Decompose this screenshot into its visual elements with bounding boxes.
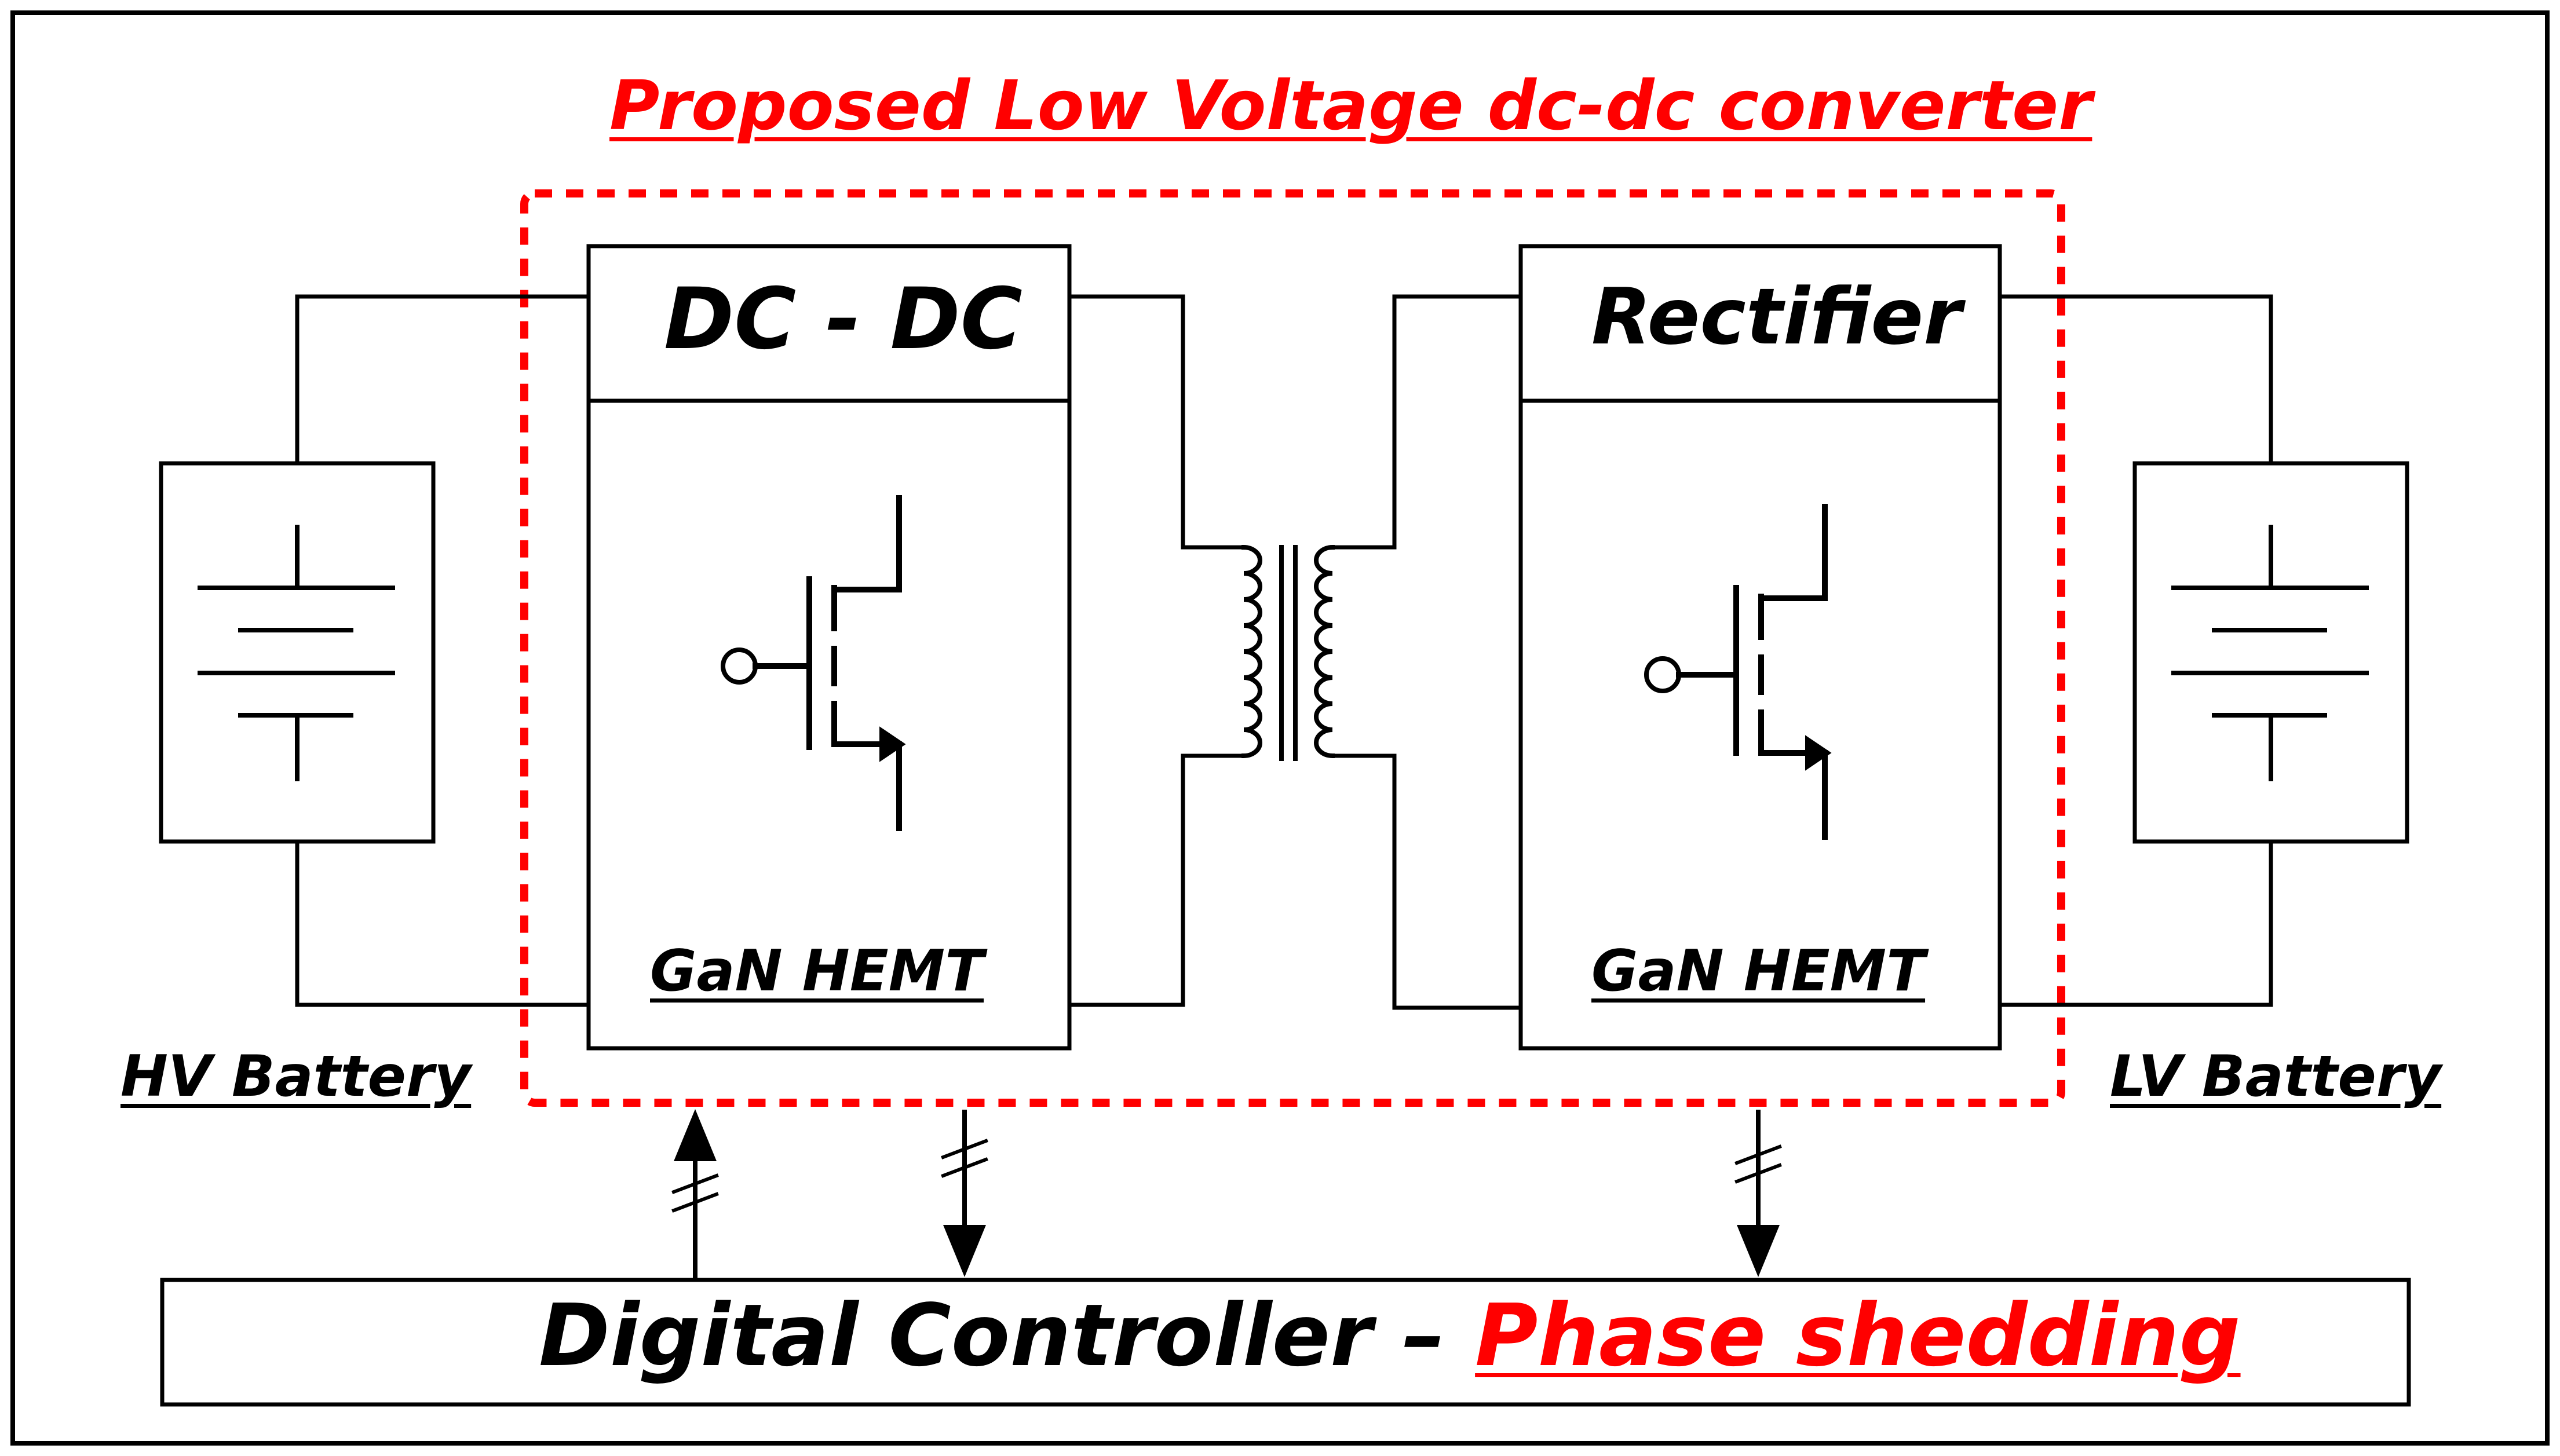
transistor-icon [721, 495, 906, 831]
transistor-icon [1644, 504, 1832, 840]
hv-battery-label: HV Battery [120, 1044, 472, 1110]
diagram-title: Proposed Low Voltage dc-dc converter [609, 65, 2092, 145]
arrow-icon [941, 1110, 988, 1277]
converter-boundary [520, 189, 2065, 1107]
rectifier-header: Rectifier [1591, 272, 1962, 362]
lv-battery-label: LV Battery [2110, 1044, 2442, 1110]
arrow-icon [1734, 1110, 1782, 1277]
hv-battery [159, 461, 436, 844]
controller-title: Digital Controller – Phase shedding [539, 1293, 2241, 1378]
battery-icon [2171, 525, 2369, 781]
arrow-icon [671, 1109, 719, 1279]
dcdc-header: DC - DC [664, 270, 1022, 368]
dcdc-device-label: GaN HEMT [650, 938, 984, 1004]
rectifier-device-label: GaN HEMT [1591, 938, 1926, 1004]
lv-battery [2132, 461, 2409, 844]
rectifier-block [1518, 244, 2002, 1051]
wiring [295, 294, 2273, 1010]
dcdc-block [586, 244, 1072, 1051]
battery-icon [198, 525, 395, 781]
controller-label: Digital Controller – [539, 1286, 1445, 1385]
transformer-icon [1241, 544, 1335, 761]
controller-box [160, 1278, 2411, 1407]
phase-shedding-label: Phase shedding [1475, 1286, 2241, 1385]
outer-frame [10, 10, 2550, 1446]
